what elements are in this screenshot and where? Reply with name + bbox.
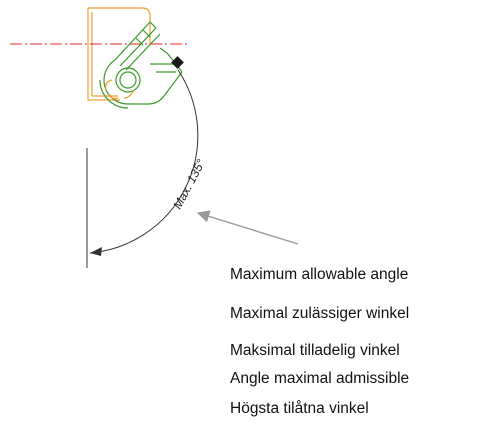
stop-block [171, 56, 184, 69]
angle-arc-arrowhead [90, 247, 102, 256]
caption-danish: Maksimal tilladelig vinkel [230, 342, 400, 359]
caption-french: Angle maximal admissible [230, 370, 410, 387]
hinge-housing [87, 7, 151, 101]
caption-english: Maximum allowable angle [230, 266, 409, 283]
hinge-arm [99, 21, 183, 109]
angle-dimension-arc [89, 69, 199, 254]
caption-german: Maximal zulässiger winkel [230, 305, 410, 322]
caption-swedish: Högsta tilåtna vinkel [230, 400, 369, 417]
pointer-arrow [196, 210, 299, 245]
angle-label: Max. 135° [170, 157, 208, 212]
hinge-fittings [105, 79, 135, 100]
